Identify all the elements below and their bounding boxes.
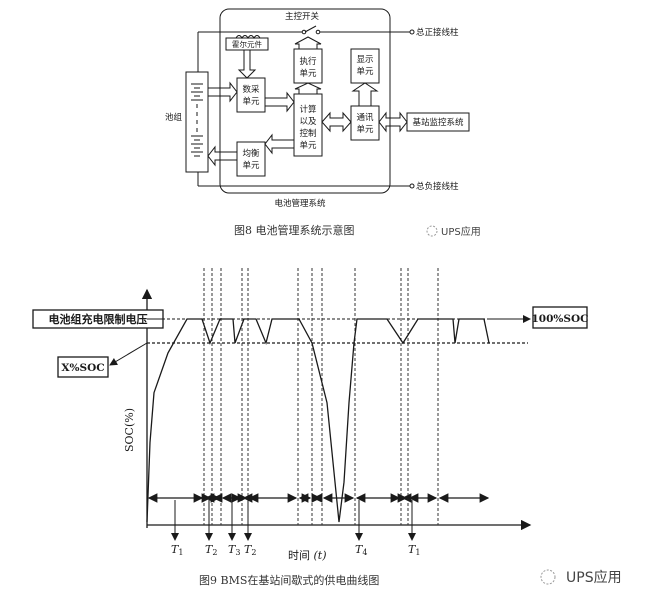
- arrow-compute-comm-bidirectional: [321, 111, 352, 133]
- figure9-watermark-text: UPS应用: [566, 569, 622, 586]
- x-axis-label-main: 时间: [288, 549, 314, 562]
- communication-unit-box: [350, 105, 380, 141]
- master-switch-blade: [304, 25, 317, 33]
- arrow-comm-to-display: [351, 82, 379, 106]
- acquisition-unit-line1: 数采: [242, 84, 260, 95]
- period-boundary-lines: [203, 268, 439, 525]
- base-station-monitor-box: [406, 112, 470, 132]
- execution-unit-line1: 执行: [299, 56, 317, 67]
- charge-limit-label: 电池组充电限制电压: [49, 312, 148, 326]
- period-pointer-arrows: [171, 500, 416, 541]
- compute-unit-line4: 单元: [299, 140, 317, 151]
- battery-pack-label: 池组: [165, 112, 183, 123]
- period-label: T4: [355, 543, 367, 557]
- arrow-compute-to-execution: [294, 82, 322, 94]
- period-label: T2: [205, 543, 217, 557]
- acquisition-unit-box: [236, 77, 266, 113]
- figure8-watermark-text: UPS应用: [441, 225, 481, 238]
- master-switch-label: 主控开关: [285, 11, 320, 22]
- period-label: T2: [244, 543, 256, 557]
- figure9-watermark: UPS应用: [540, 569, 622, 586]
- hall-element-box: [225, 37, 269, 51]
- figure8-caption: 图8 电池管理系统示意图: [234, 223, 355, 237]
- period-label: T3: [228, 543, 240, 557]
- full-soc-label-box: [532, 306, 588, 329]
- balancing-unit-line2: 单元: [242, 160, 260, 171]
- x-soc-pointer-arrow: [109, 342, 148, 366]
- x-axis-label-var: (t): [314, 549, 327, 562]
- figure9-caption: 图9 BMS在基站间歇式的供电曲线图: [199, 573, 379, 587]
- arrow-hall-to-acquisition: [237, 50, 257, 79]
- positive-terminal-label: 总正接线柱: [416, 27, 459, 38]
- base-station-monitor-label: 基站监控系统: [412, 117, 464, 128]
- compute-unit-line2: 以及: [299, 117, 317, 127]
- wechat-logo-icon: [540, 569, 556, 585]
- wechat-logo-icon: [426, 225, 438, 237]
- x-soc-label-box: [57, 356, 109, 378]
- negative-terminal-icon: [409, 183, 415, 189]
- figure8-bms-schematic: [185, 8, 470, 194]
- full-soc-label: 100%SOC: [532, 313, 589, 325]
- communication-unit-line1: 通讯: [356, 112, 374, 123]
- switch-contact-right: [315, 29, 321, 35]
- negative-terminal-label: 总负接线柱: [416, 181, 459, 192]
- arrow-comm-basestation-bidirectional: [378, 111, 408, 133]
- arrow-balancing-to-pack: [207, 145, 237, 167]
- compute-unit-line1: 计算: [299, 104, 317, 115]
- hall-element-label: 霍尔元件: [232, 39, 262, 49]
- period-label: T1: [171, 543, 183, 557]
- balancing-unit-line1: 均衡: [242, 148, 260, 159]
- display-unit-line1: 显示: [356, 55, 373, 65]
- balancing-unit-box: [236, 141, 266, 177]
- y-axis-label: SOC(%): [123, 408, 136, 452]
- display-unit-line2: 单元: [356, 66, 374, 77]
- arrow-pack-to-acquisition: [208, 81, 238, 103]
- bms-enclosure: [219, 8, 391, 194]
- x-soc-label: X%SOC: [61, 362, 104, 374]
- figure8-labels: 主控开关 总正接线柱 总负接线柱 池组 霍尔元件 数采 单元 执行 单元 显示 …: [165, 11, 464, 209]
- soc-curve: [146, 318, 490, 523]
- positive-terminal-icon: [409, 29, 415, 35]
- arrow-execution-to-switch: [294, 36, 322, 49]
- battery-cells-icon: [191, 83, 203, 157]
- bms-system-label: 电池管理系统: [274, 198, 326, 209]
- execution-unit-line2: 单元: [299, 68, 317, 79]
- period-label: T1: [408, 543, 420, 557]
- arrow-acquisition-to-compute: [265, 91, 295, 113]
- arrow-compute-to-balancing: [264, 133, 294, 155]
- compute-control-unit-box: [293, 93, 323, 157]
- acquisition-unit-line2: 单元: [242, 96, 260, 107]
- x-axis-label: 时间 (t): [288, 549, 327, 562]
- figure8-watermark: UPS应用: [426, 225, 481, 238]
- communication-unit-line2: 单元: [356, 124, 374, 135]
- compute-unit-line3: 控制: [299, 128, 316, 139]
- battery-pack-box: [185, 71, 209, 173]
- figure9-soc-chart: T1 T2 T3 T2 T4 T1 电池组充电限制电压 X%SOC 100%SOC SOC…: [32, 268, 589, 562]
- period-labels: T1 T2 T3 T2 T4 T1: [171, 543, 420, 557]
